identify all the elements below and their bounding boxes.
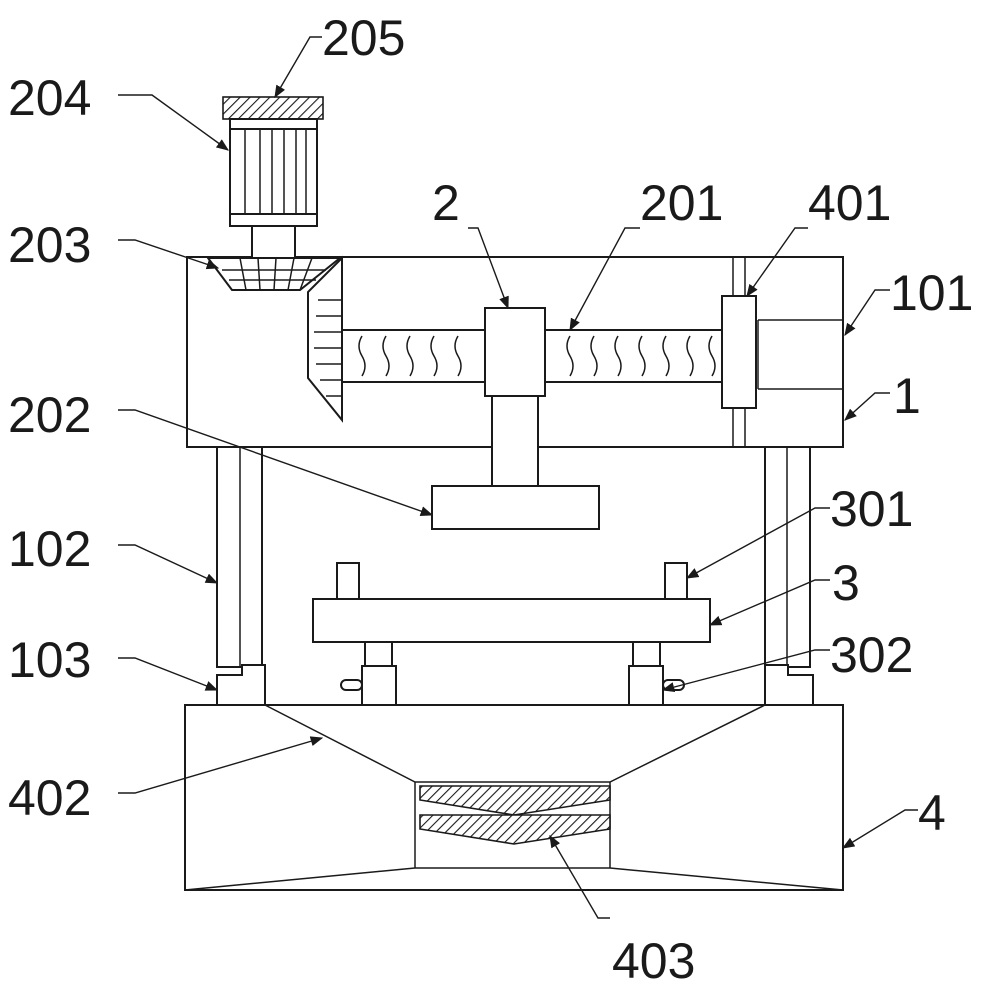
- label-2: 2: [432, 175, 460, 231]
- label-203: 203: [8, 217, 91, 273]
- label-302: 302: [830, 627, 913, 683]
- bracket-401: [721, 295, 757, 409]
- label-401: 401: [808, 175, 891, 231]
- columns-102: [216, 446, 811, 668]
- label-403: 403: [612, 933, 695, 989]
- column-feet-103: [216, 664, 814, 706]
- label-205: 205: [322, 10, 405, 66]
- label-102: 102: [8, 521, 91, 577]
- label-402: 402: [8, 770, 91, 826]
- screens-403: [419, 785, 611, 845]
- label-3: 3: [832, 555, 860, 611]
- press-plate-202: [431, 485, 600, 530]
- label-301: 301: [830, 481, 913, 537]
- leader-lines: [118, 36, 918, 919]
- label-202: 202: [8, 387, 91, 443]
- base-4: [184, 704, 844, 891]
- label-103: 103: [8, 632, 91, 688]
- label-201: 201: [640, 175, 723, 231]
- motor-cap-205: [222, 96, 324, 120]
- label-101: 101: [890, 265, 973, 321]
- label-4: 4: [918, 785, 946, 841]
- label-1: 1: [893, 368, 921, 424]
- label-204: 204: [8, 70, 91, 126]
- motor-204: [229, 118, 318, 227]
- work-table-3: [312, 562, 711, 706]
- slider-2: [484, 307, 546, 487]
